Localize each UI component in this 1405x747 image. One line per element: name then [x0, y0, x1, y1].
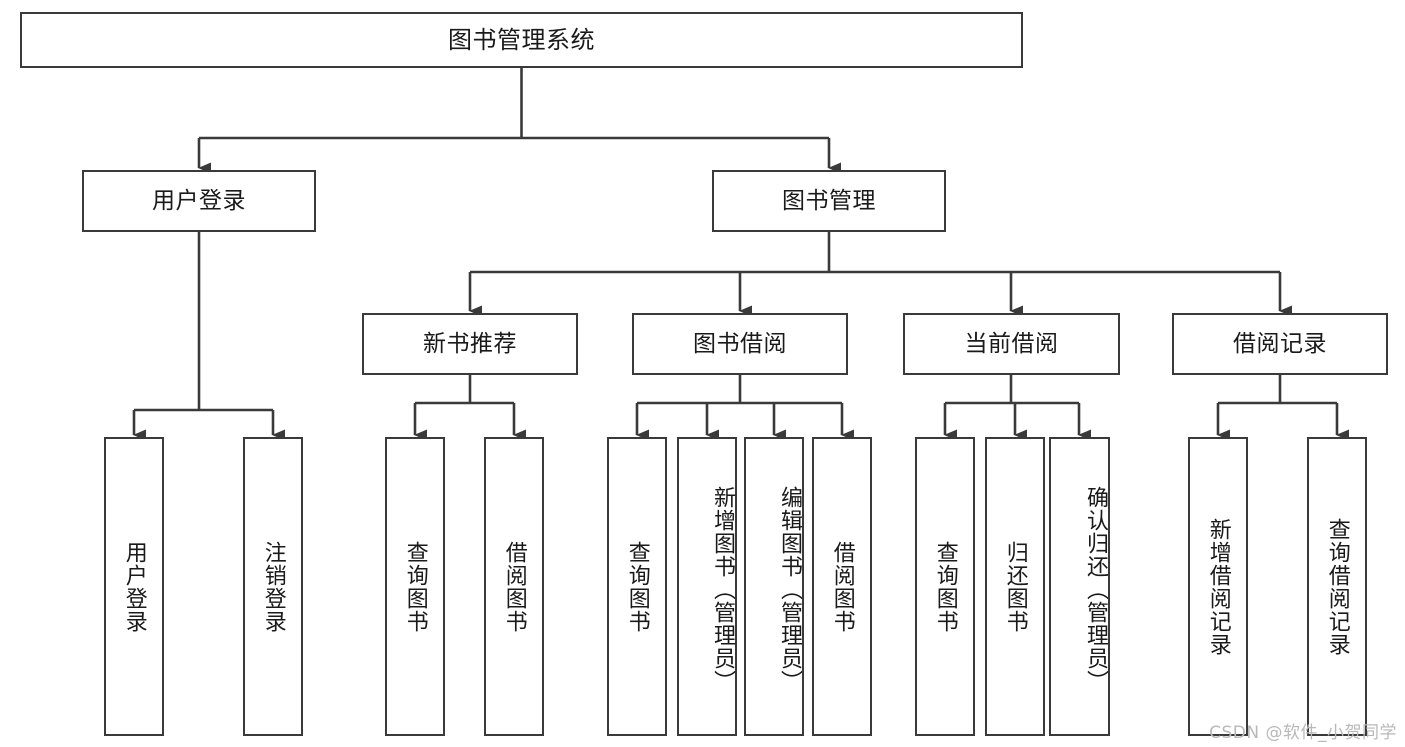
leaf-query-books-newbook[interactable]: 查询图书: [385, 437, 445, 736]
leaf-query-books-borrow[interactable]: 查询图书: [607, 437, 667, 736]
node-book-management[interactable]: 图书管理: [712, 170, 946, 232]
node-new-book-recommend[interactable]: 新书推荐: [362, 313, 578, 375]
leaf-query-books-current[interactable]: 查询图书: [915, 437, 975, 736]
leaf-user-login[interactable]: 用户登录: [104, 437, 164, 736]
node-root-system[interactable]: 图书管理系统: [20, 12, 1023, 68]
leaf-borrow-books[interactable]: 借阅图书: [812, 437, 872, 736]
leaf-logout[interactable]: 注销登录: [243, 437, 303, 736]
watermark-text: CSDN @软件_小贺同学: [1209, 723, 1397, 743]
leaf-edit-book-admin[interactable]: 编辑图书（管理员）: [744, 437, 804, 736]
node-book-borrow[interactable]: 图书借阅: [632, 313, 848, 375]
leaf-borrow-books-newbook[interactable]: 借阅图书: [484, 437, 544, 736]
leaf-return-books[interactable]: 归还图书: [985, 437, 1045, 736]
leaf-add-book-admin[interactable]: 新增图书（管理员）: [677, 437, 737, 736]
leaf-confirm-return-admin[interactable]: 确认归还（管理员）: [1049, 437, 1110, 736]
node-current-borrow[interactable]: 当前借阅: [903, 313, 1120, 375]
leaf-query-borrow-record[interactable]: 查询借阅记录: [1307, 437, 1367, 736]
leaf-add-borrow-record[interactable]: 新增借阅记录: [1188, 437, 1248, 736]
node-user-login[interactable]: 用户登录: [82, 170, 316, 232]
node-borrow-record[interactable]: 借阅记录: [1172, 313, 1388, 375]
